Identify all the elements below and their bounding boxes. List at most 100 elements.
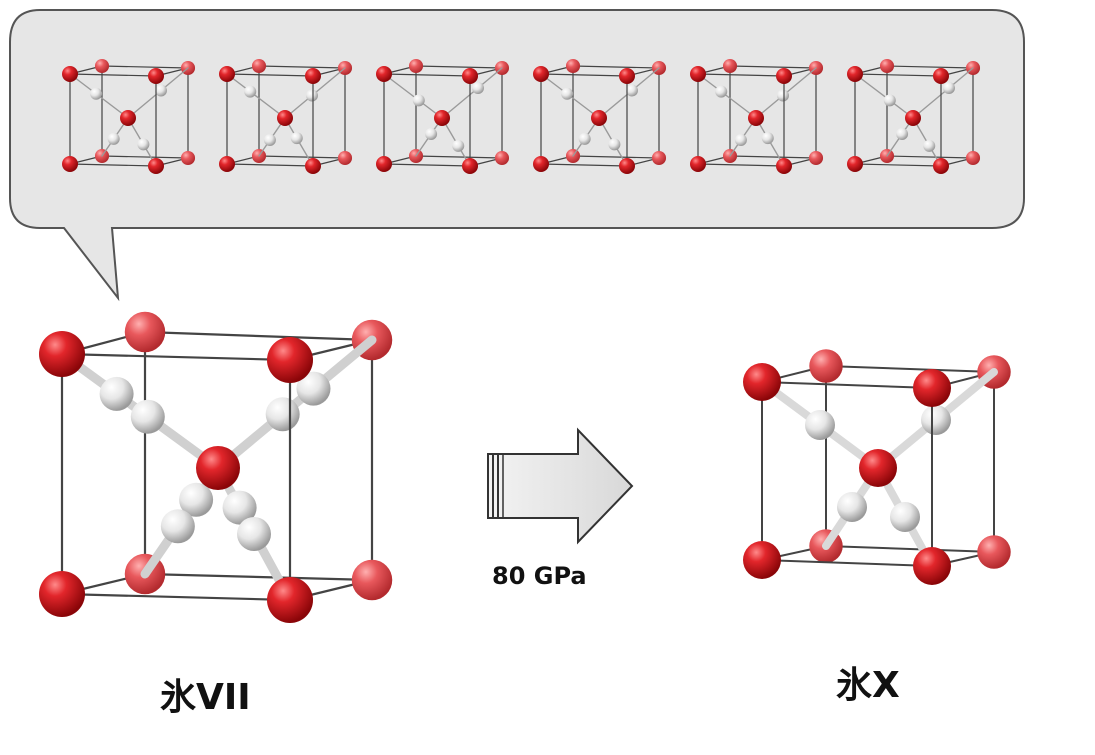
speech-bubble (9, 9, 1025, 302)
cell-edge (697, 163, 785, 167)
hydrogen-atom (137, 138, 150, 151)
oxygen-atom-front (619, 68, 635, 84)
cell-edge (697, 73, 785, 77)
hydrogen-atom (263, 134, 276, 147)
oxygen-atom-front (533, 66, 549, 82)
oxygen-atom-front (913, 547, 951, 585)
oxygen-atom-back (337, 150, 353, 166)
oxygen-atom-front (690, 66, 706, 82)
hydrogen-atom (890, 502, 920, 532)
oxygen-atom-front (305, 68, 321, 84)
oxygen-atom-back (180, 150, 196, 166)
hydrogen-atom (896, 127, 909, 140)
oxygen-atom-center (434, 110, 450, 126)
oxygen-atom-front (305, 158, 321, 174)
hydrogen-atom (412, 94, 425, 107)
cell-edge (540, 73, 628, 77)
oxygen-atom-back (124, 311, 166, 353)
cell-edge (101, 155, 189, 159)
oxygen-atom-back (808, 150, 824, 166)
hydrogen-atom (943, 82, 955, 94)
cell-edge (572, 65, 660, 69)
hydrogen-atom (107, 132, 120, 145)
oxygen-atom-front (219, 156, 235, 172)
oxygen-atom-front (913, 369, 951, 407)
hydrogen-atom (608, 138, 621, 151)
oxygen-atom-front (39, 331, 85, 377)
oxygen-atom-front (533, 156, 549, 172)
hydrogen-atom (306, 89, 318, 102)
oxygen-atom-front (690, 156, 706, 172)
pressure-arrow (487, 427, 634, 545)
cell-edge (383, 73, 471, 77)
hydrogen-atom (777, 89, 789, 102)
small-cell (62, 58, 196, 174)
cell-edge (761, 381, 933, 389)
hydrogen-atom (290, 132, 303, 145)
cell-edge (415, 155, 503, 159)
oxygen-atom-front (743, 541, 781, 579)
cell-edge (415, 65, 503, 69)
oxygen-atom-back (494, 150, 510, 166)
hydrogen-atom (923, 139, 936, 152)
hydrogen-atom (160, 509, 195, 544)
hydrogen-atom (561, 87, 574, 100)
cell-edge (226, 163, 314, 167)
cell-edge (258, 65, 346, 69)
small-cell (847, 58, 981, 174)
hydrogen-atom (90, 87, 103, 100)
cell-edge (729, 65, 817, 69)
oxygen-atom-front (462, 68, 478, 84)
bond (912, 67, 974, 119)
arrow-body (487, 427, 634, 545)
ice-x-label: 氷X (836, 665, 900, 706)
pressure-label: 80 GPa (492, 562, 587, 590)
oxygen-atom-center (277, 110, 293, 126)
bond (226, 73, 286, 119)
cell-edge (69, 73, 157, 77)
hydrogen-atom (761, 132, 774, 145)
oxygen-atom-front (376, 156, 392, 172)
oxygen-atom-back (879, 58, 895, 74)
oxygen-atom-back (251, 58, 267, 74)
bond (854, 73, 914, 119)
hydrogen-atom (130, 399, 165, 434)
oxygen-atom-back (94, 58, 110, 74)
hydrogen-atom (265, 397, 300, 432)
oxygen-atom-front (743, 363, 781, 401)
ice-vii-structure (39, 311, 393, 623)
hydrogen-atom (578, 132, 591, 145)
ice-x-structure (743, 349, 1011, 585)
oxygen-atom-center (859, 449, 897, 487)
hydrogen-atom (921, 405, 951, 435)
oxygen-atom-front (267, 337, 313, 383)
hydrogen-atom (244, 85, 257, 98)
bond (383, 73, 443, 119)
bond (697, 73, 757, 119)
hydrogen-atom (179, 482, 214, 517)
cell-edge (761, 559, 933, 567)
oxygen-atom-front (847, 156, 863, 172)
hydrogen-atom (222, 490, 257, 525)
oxygen-atom-front (219, 66, 235, 82)
oxygen-atom-front (39, 571, 85, 617)
oxygen-atom-center (196, 446, 240, 490)
oxygen-atom-front (933, 158, 949, 174)
hydrogen-atom (883, 94, 896, 107)
oxygen-atom-front (62, 156, 78, 172)
cell-edge (825, 365, 995, 373)
small-cell (690, 58, 824, 174)
cell-edge (143, 572, 374, 582)
oxygen-atom-center (120, 110, 136, 126)
cell-edge (60, 592, 292, 602)
cell-edge (825, 545, 995, 553)
oxygen-atom-center (748, 110, 764, 126)
cell-edge (854, 73, 942, 77)
hydrogen-atom (734, 134, 747, 147)
cell-edge (572, 155, 660, 159)
oxygen-atom-back (965, 150, 981, 166)
cell-edge (729, 155, 817, 159)
hydrogen-atom (626, 84, 638, 97)
cell-edge (258, 155, 346, 159)
